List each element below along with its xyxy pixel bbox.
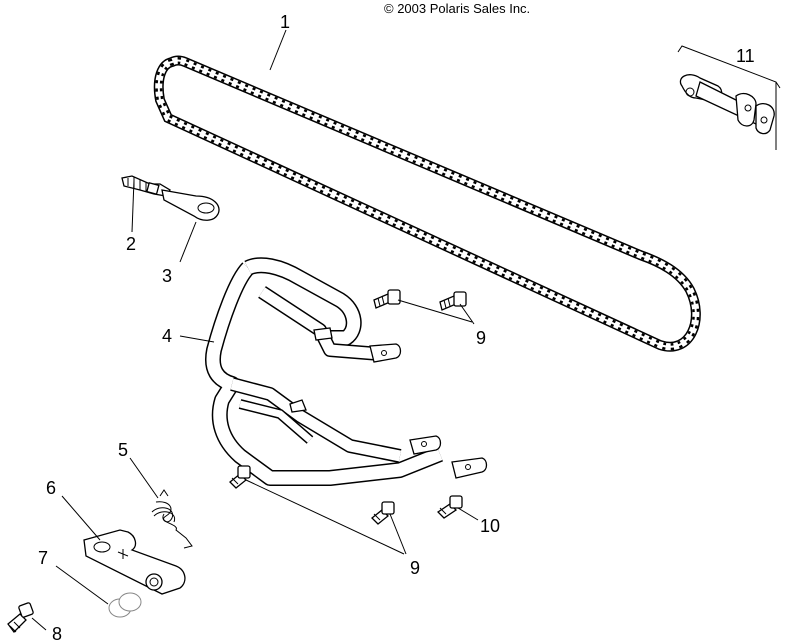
nut-icon [436,495,463,519]
callout-labels: 1 2 3 4 5 6 7 8 9 9 10 11 [38,12,755,642]
callout-6: 6 [46,478,56,498]
callout-4: 4 [162,326,172,346]
bracket-icon [83,529,186,595]
callout-3: 3 [162,266,172,286]
callout-2: 2 [126,234,136,254]
callout-1: 1 [280,12,290,32]
callout-8: 8 [52,624,62,642]
callout-9-upper: 9 [476,328,486,348]
copyright-text: © 2003 Polaris Sales Inc. [384,1,530,16]
leader-lines [31,29,479,631]
callout-5: 5 [118,440,128,460]
chain-icon [153,55,701,352]
callout-9-lower: 9 [410,558,420,578]
bolt-icon [229,289,467,525]
guard-frame-icon [205,257,488,486]
bolt-upper-2 [439,291,467,311]
adjuster-plate-icon [161,189,220,221]
bolt-upper-1 [373,289,401,309]
spring-icon [151,489,193,549]
callout-10: 10 [480,516,500,536]
callout-7: 7 [38,548,48,568]
screw-icon [7,602,34,633]
master-link-icon [677,45,781,150]
washer-icon [108,592,142,618]
bolt-lower-2 [371,501,395,525]
callout-11: 11 [736,46,755,66]
bolt-lower-1 [229,465,251,489]
